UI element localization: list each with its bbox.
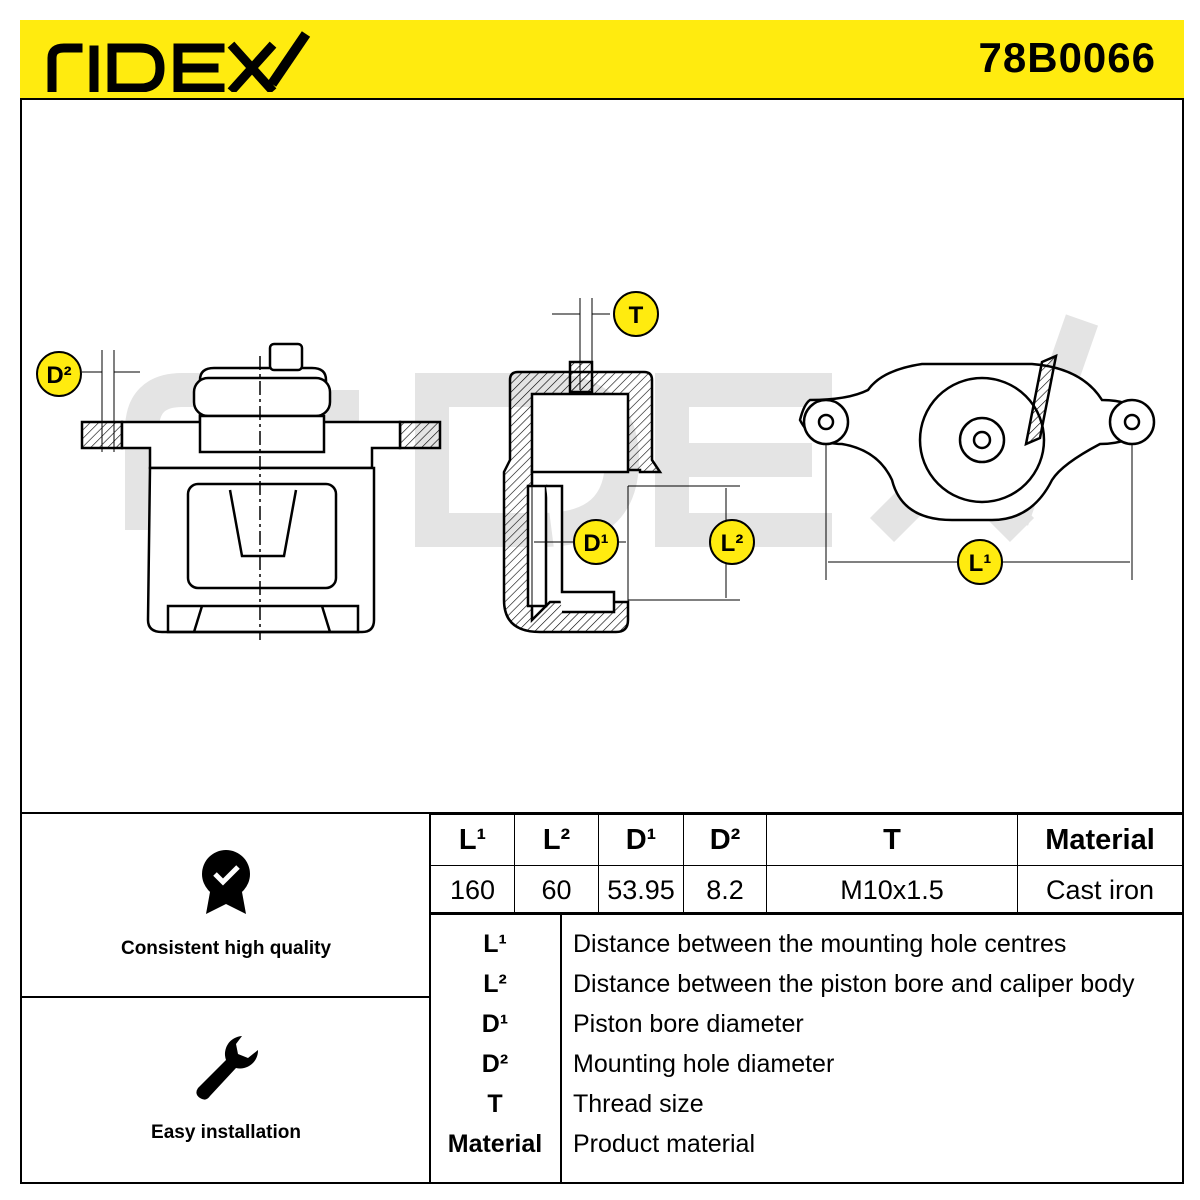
legend-key: T <box>487 1090 503 1118</box>
legend-row: T Thread size <box>430 1086 1182 1126</box>
spec-header-row: L¹ L² D¹ D² T Material <box>430 814 1183 866</box>
badge-T-label: T <box>629 302 644 329</box>
badge-L1-label: L¹ <box>969 550 992 577</box>
spec-value-D2: 8.2 <box>683 865 767 915</box>
spec-header-L2: L² <box>514 814 599 866</box>
badge-D1-label: D¹ <box>583 530 608 557</box>
legend-desc: Mounting hole diameter <box>573 1050 835 1078</box>
bottom-top-divider <box>20 812 1184 814</box>
spec-header-D1: D¹ <box>598 814 684 866</box>
legend-key: D¹ <box>481 1010 509 1038</box>
quality-badge-icon <box>202 850 250 914</box>
legend-row: D¹ Piston bore diameter <box>430 1006 1182 1046</box>
legend-key: D² <box>481 1050 509 1078</box>
legend-row: D² Mounting hole diameter <box>430 1046 1182 1086</box>
legend-row: L¹ Distance between the mounting hole ce… <box>430 926 1182 966</box>
legend-desc: Product material <box>573 1130 756 1158</box>
badge-D2: D² <box>36 351 82 397</box>
legend-key: L² <box>483 970 507 998</box>
spec-header-material: Material <box>1017 814 1183 866</box>
brand-logo <box>44 28 314 97</box>
features-divider <box>429 812 431 1184</box>
legend-desc: Piston bore diameter <box>573 1010 804 1038</box>
spec-value-L1: 160 <box>430 865 515 915</box>
legend-key: L¹ <box>483 930 507 958</box>
legend-key-divider <box>560 912 562 1184</box>
header-bar: 78B0066 <box>20 20 1184 100</box>
legend-row: L² Distance between the piston bore and … <box>430 966 1182 1006</box>
spec-header-D2: D² <box>683 814 767 866</box>
badge-L1: L¹ <box>957 539 1003 585</box>
part-number: 78B0066 <box>978 34 1156 81</box>
caliper-section-view <box>502 298 740 634</box>
legend-desc: Thread size <box>573 1090 704 1118</box>
spec-header-T: T <box>766 814 1018 866</box>
wrench-icon <box>196 1036 259 1100</box>
caliper-front-view <box>80 342 442 640</box>
features-mid-divider <box>20 996 430 998</box>
spec-value-L2: 60 <box>514 865 599 915</box>
spec-value-material: Cast iron <box>1017 865 1183 915</box>
badge-D1: D¹ <box>573 519 619 565</box>
feature-installation-label: Easy installation <box>151 1122 301 1143</box>
caliper-side-view <box>798 353 1156 580</box>
feature-quality: Consistent high quality <box>22 814 430 996</box>
badge-T: T <box>613 291 659 337</box>
technical-drawing: D² T D¹ L² L¹ <box>22 100 1182 812</box>
spec-header-L1: L¹ <box>430 814 515 866</box>
spec-value-D1: 53.95 <box>598 865 684 915</box>
legend-desc: Distance between the piston bore and cal… <box>573 970 1135 998</box>
legend: L¹ Distance between the mounting hole ce… <box>430 912 1182 1184</box>
feature-installation: Easy installation <box>22 998 430 1184</box>
badge-L2: L² <box>709 519 755 565</box>
feature-quality-label: Consistent high quality <box>120 938 332 959</box>
spec-table: L¹ L² D¹ D² T Material 160 60 53.95 8.2 … <box>430 814 1183 915</box>
spec-values-row: 160 60 53.95 8.2 M10x1.5 Cast iron <box>430 865 1183 915</box>
legend-row: Material Product material <box>430 1126 1182 1166</box>
badge-L2-label: L² <box>721 530 744 557</box>
spec-value-T: M10x1.5 <box>766 865 1018 915</box>
legend-desc: Distance between the mounting hole centr… <box>573 930 1067 958</box>
legend-key: Material <box>447 1130 543 1158</box>
badge-D2-label: D² <box>46 362 71 389</box>
